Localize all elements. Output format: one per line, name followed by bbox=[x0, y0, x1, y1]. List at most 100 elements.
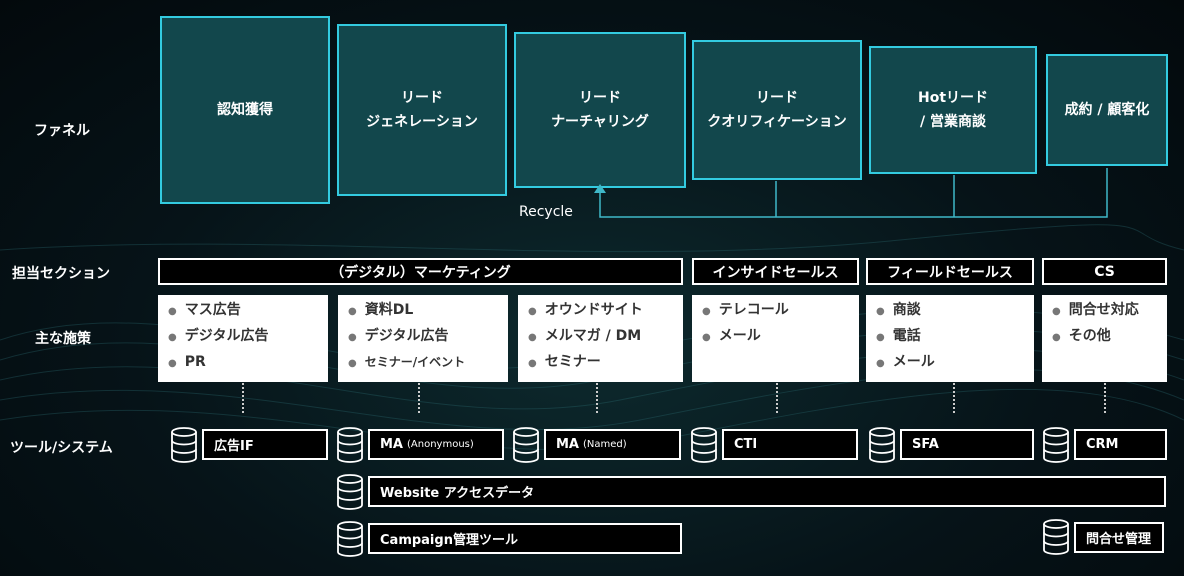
funnel-stage-label: 認知獲得 bbox=[217, 102, 273, 118]
section-label: フィールドセールス bbox=[887, 264, 1013, 281]
bullet-icon: ● bbox=[876, 332, 885, 343]
database-icon bbox=[690, 427, 718, 463]
list-item: ● メール bbox=[876, 350, 1024, 376]
database-icon bbox=[336, 427, 364, 463]
tool-label: Campaign管理ツール bbox=[380, 533, 518, 548]
funnel-stage-lead-generation: リード ジェネレーション bbox=[337, 24, 507, 196]
list-item: ● マス広告 bbox=[168, 298, 318, 324]
funnel-stage-label: リード ジェネレーション bbox=[366, 90, 478, 130]
section-label: CS bbox=[1094, 263, 1115, 280]
measure-text: テレコール bbox=[718, 302, 789, 318]
measure-text: マス広告 bbox=[184, 302, 241, 318]
measure-text: 電話 bbox=[892, 328, 921, 344]
list-item: ● 電話 bbox=[876, 324, 1024, 350]
section-label: （デジタル）マーケティング bbox=[330, 264, 511, 281]
funnel-stage-label: リード クオリフィケーション bbox=[707, 90, 847, 130]
bullet-icon: ● bbox=[528, 306, 537, 317]
measures-cs: ● 問合せ対応 ● その他 bbox=[1042, 295, 1167, 382]
bullet-icon: ● bbox=[348, 358, 357, 369]
tool-label: MA bbox=[380, 437, 403, 452]
funnel-stage-lead-nurturing: リード ナーチャリング bbox=[514, 32, 686, 188]
tool-label: CRM bbox=[1086, 437, 1119, 452]
list-item: ●PR bbox=[168, 350, 318, 376]
measures-field-sales: ● 商談 ● 電話 ● メール bbox=[866, 295, 1034, 382]
measures-inside-sales: ● テレコール ● メール bbox=[692, 295, 859, 382]
tool-campaign-management: Campaign管理ツール bbox=[368, 523, 682, 554]
dotted-connector bbox=[242, 383, 244, 413]
measure-text: デジタル広告 bbox=[184, 328, 269, 344]
bullet-icon: ● bbox=[348, 306, 357, 317]
dotted-connector bbox=[418, 383, 420, 413]
row-label-measures: 主な施策 bbox=[35, 331, 91, 347]
tool-website-access-data: Website アクセスデータ bbox=[368, 476, 1166, 507]
funnel-stage-awareness: 認知獲得 bbox=[160, 16, 330, 204]
bullet-icon: ● bbox=[348, 332, 357, 343]
measure-text: その他 bbox=[1068, 328, 1111, 344]
list-item: ●セミナー bbox=[528, 350, 673, 376]
dotted-connector bbox=[776, 383, 778, 413]
tool-label: MA bbox=[556, 437, 579, 452]
bullet-icon: ● bbox=[1052, 332, 1061, 343]
measure-text: 資料DL bbox=[364, 302, 414, 318]
row-label-funnel: ファネル bbox=[34, 123, 90, 139]
measure-text: オウンドサイト bbox=[544, 302, 643, 318]
bullet-icon: ● bbox=[168, 332, 177, 343]
database-icon bbox=[868, 427, 896, 463]
bullet-icon: ● bbox=[876, 358, 885, 369]
tool-label: CTI bbox=[734, 437, 758, 452]
tool-sfa: SFA bbox=[900, 429, 1034, 460]
section-cs: CS bbox=[1042, 258, 1167, 285]
tool-label: SFA bbox=[912, 437, 939, 452]
funnel-stage-label: Hotリード / 営業商談 bbox=[917, 90, 989, 130]
list-item: ●デジタル広告 bbox=[348, 324, 498, 350]
measure-text: 問合せ対応 bbox=[1068, 302, 1139, 318]
tool-sublabel: (Named) bbox=[583, 439, 627, 450]
funnel-stage-conversion: 成約 / 顧客化 bbox=[1046, 54, 1168, 166]
row-label-tools: ツール/システム bbox=[10, 440, 113, 456]
funnel-stage-label: リード ナーチャリング bbox=[551, 90, 649, 130]
recycle-label: Recycle bbox=[519, 204, 573, 220]
list-item: ● 問合せ対応 bbox=[1052, 298, 1157, 324]
measure-text: メール bbox=[718, 328, 761, 344]
section-inside-sales: インサイドセールス bbox=[692, 258, 859, 285]
database-icon bbox=[1042, 427, 1070, 463]
tool-ma-named: MA (Named) bbox=[544, 429, 681, 460]
measures-lead-nurturing: ● オウンドサイト ● メルマガ / DM ●セミナー bbox=[518, 295, 683, 382]
tool-ma-anonymous: MA (Anonymous) bbox=[368, 429, 504, 460]
bullet-icon: ● bbox=[528, 332, 537, 343]
row-label-section: 担当セクション bbox=[12, 266, 110, 282]
measure-text: 商談 bbox=[892, 302, 921, 318]
dotted-connector bbox=[596, 383, 598, 413]
database-icon bbox=[170, 427, 198, 463]
list-item: ● テレコール bbox=[702, 298, 849, 324]
bullet-icon: ● bbox=[168, 306, 177, 317]
list-item: ● 資料DL bbox=[348, 298, 498, 324]
section-digital-marketing: （デジタル）マーケティング bbox=[158, 258, 683, 285]
dotted-connector bbox=[953, 383, 955, 413]
funnel-stage-label: 成約 / 顧客化 bbox=[1064, 102, 1150, 118]
tool-crm: CRM bbox=[1074, 429, 1167, 460]
bullet-icon: ● bbox=[702, 306, 711, 317]
tool-label: Website アクセスデータ bbox=[380, 486, 535, 501]
list-item: ● メルマガ / DM bbox=[528, 324, 673, 350]
bullet-icon: ● bbox=[168, 358, 177, 369]
tool-label: 問合せ管理 bbox=[1086, 532, 1152, 547]
bullet-icon: ● bbox=[876, 306, 885, 317]
measure-text: メール bbox=[892, 354, 935, 370]
bullet-icon: ● bbox=[702, 332, 711, 343]
tool-label: 広告IF bbox=[214, 439, 254, 454]
bullet-icon: ● bbox=[528, 358, 537, 369]
list-item: ● メール bbox=[702, 324, 849, 350]
funnel-stage-hot-lead: Hotリード / 営業商談 bbox=[869, 46, 1037, 174]
tool-inquiry-management: 問合せ管理 bbox=[1074, 522, 1164, 553]
measure-text: メルマガ / DM bbox=[544, 328, 642, 344]
tool-sublabel: (Anonymous) bbox=[407, 439, 474, 450]
database-icon bbox=[512, 427, 540, 463]
database-icon bbox=[336, 521, 364, 557]
tool-cti: CTI bbox=[722, 429, 858, 460]
database-icon bbox=[336, 474, 364, 510]
bullet-icon: ● bbox=[1052, 306, 1061, 317]
section-field-sales: フィールドセールス bbox=[866, 258, 1034, 285]
measures-lead-generation: ●資料DL ●デジタル広告 ●セミナー/イベント bbox=[338, 295, 508, 382]
measures-awareness: ● マス広告 ● デジタル広告 ●PR bbox=[158, 295, 328, 382]
